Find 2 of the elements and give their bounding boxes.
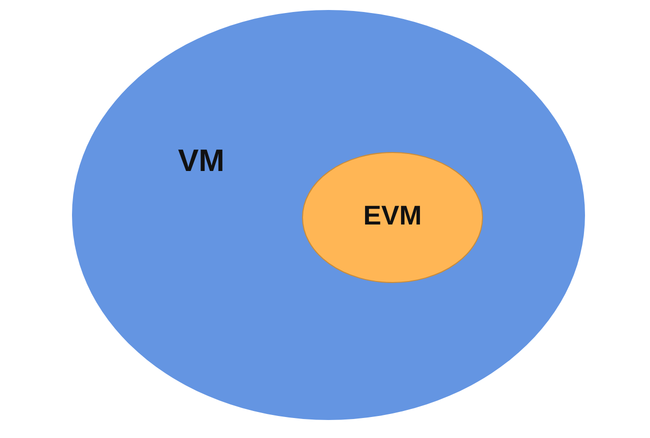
ellipse-label: EVM [363, 202, 422, 229]
ellipse-label: VM [178, 145, 224, 176]
